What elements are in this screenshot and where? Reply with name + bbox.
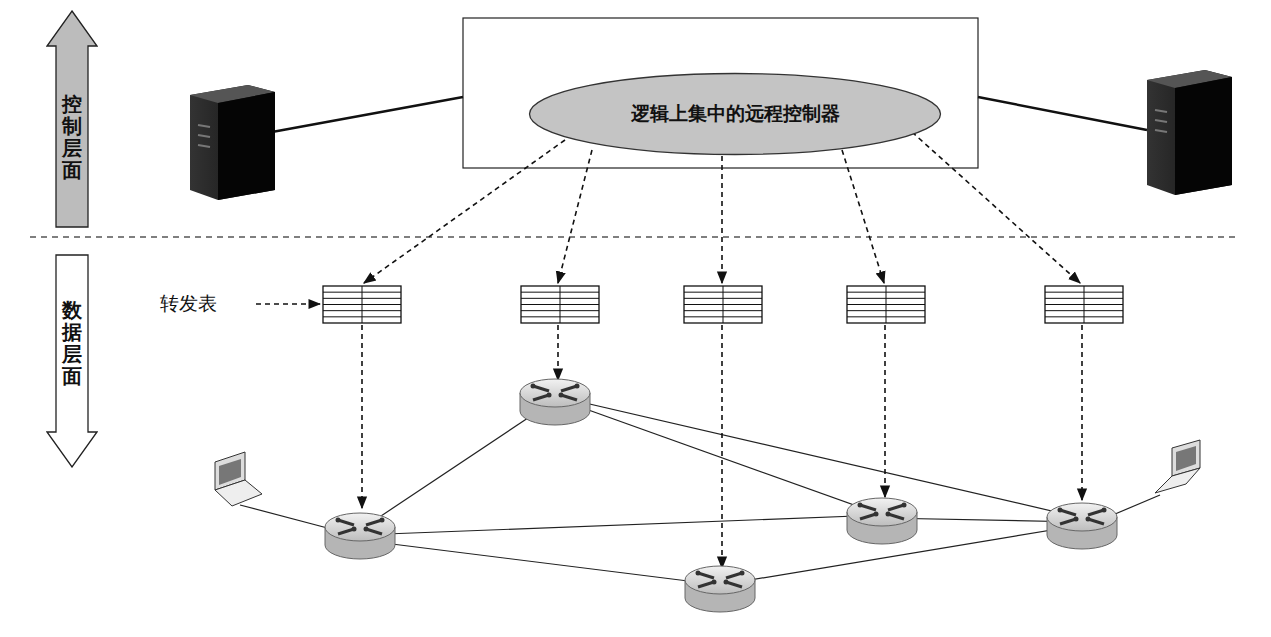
server-icon [190, 85, 275, 200]
plane-label: 控制层面 [62, 93, 82, 181]
forwarding-table [684, 286, 762, 323]
control-arrows [256, 132, 1082, 568]
plane-label: 数据层面 [62, 299, 82, 387]
controller-ellipse: 逻辑上集中的远程控制器 [528, 72, 942, 156]
table-label: 转发表 [160, 291, 217, 317]
server-link [978, 97, 1147, 130]
router-icon [685, 566, 755, 612]
laptop-icon [1155, 440, 1200, 493]
laptop-icon [215, 452, 262, 506]
forwarding-table [323, 286, 401, 323]
control-plane-arrow: 控制层面 [46, 10, 98, 228]
controller-label: 逻辑上集中的远程控制器 [631, 101, 840, 127]
server-icon [1147, 70, 1232, 195]
router-icon [325, 513, 395, 559]
data-plane-arrow: 数据层面 [46, 254, 98, 468]
forwarding-table [521, 286, 599, 323]
server-link [272, 97, 463, 132]
plane-divider [30, 236, 1240, 238]
forwarding-table [847, 286, 925, 323]
network-links [240, 396, 1160, 585]
router-icon [1047, 503, 1117, 549]
forwarding-table [1045, 286, 1123, 323]
controller-frame [463, 18, 978, 168]
router-icon [520, 379, 590, 425]
router-icon [847, 498, 917, 544]
